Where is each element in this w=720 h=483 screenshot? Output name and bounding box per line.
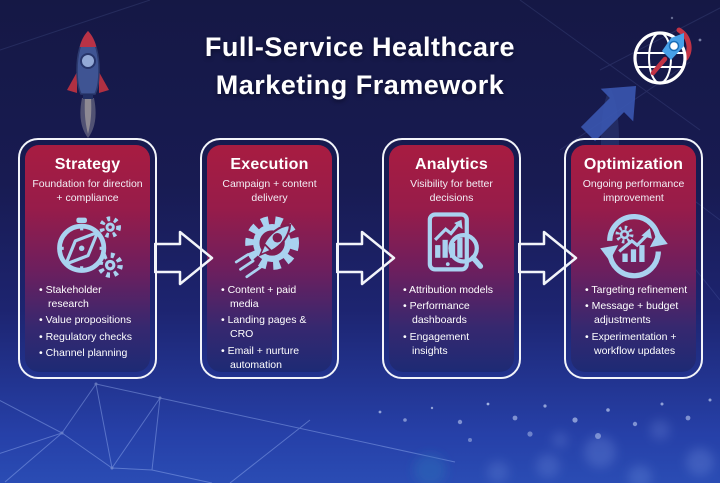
page-title: Full-Service Healthcare Marketing Framew… [0,28,720,104]
card-strategy: Strategy Foundation for direction + comp… [18,138,157,379]
bullet-item: Experimentation + workflow updates [585,331,688,359]
card-subtitle: Campaign + content delivery [222,178,317,204]
card-subtitle: Visibility for better decisions [410,178,493,204]
flow-arrow-3-icon [518,230,578,286]
bokeh-dots [378,16,714,483]
card-optimization: Optimization Ongoing performance improve… [564,138,703,379]
card-bullet-list: Stakeholder research Value propositions … [31,281,144,363]
bullet-item: Regulatory checks [39,331,142,345]
bullet-item: Value propositions [39,314,142,328]
bullet-item: Message + budget adjustments [585,300,688,328]
bullet-item: Channel planning [39,347,142,361]
card-bullet-list: Content + paid media Landing pages & CRO… [213,281,326,375]
chart-magnifier-icon [427,212,483,272]
growth-arrow-decoration [580,85,637,142]
card-subtitle: Ongoing performance improvement [582,178,685,204]
card-title: Execution [230,156,309,173]
bullet-item: Targeting refinement [585,284,688,298]
card-bullet-list: Targeting refinement Message + budget ad… [577,281,690,361]
globe-rocket-logo-icon [633,27,692,85]
page-title-line1: Full-Service Healthcare [204,32,516,62]
bullet-item: Email + nurture automation [221,345,324,373]
bullet-item: Landing pages & CRO [221,314,324,342]
page-title-line2: Marketing Framework [215,70,505,100]
card-title: Optimization [583,156,684,173]
rocket-launch-decoration [67,30,109,138]
flow-arrow-2-icon [336,230,396,286]
rocket-gear-icon [234,216,299,279]
geometric-mesh-lines [0,382,456,483]
card-analytics: Analytics Visibility for better decision… [382,138,521,379]
card-title: Analytics [415,156,488,173]
flow-arrow-1-icon [154,230,214,286]
rocket-exhaust [80,98,96,138]
card-bullet-list: Attribution models Performance dashboard… [395,281,508,361]
bullet-item: Stakeholder research [39,284,142,312]
compass-gears-icon [56,216,123,279]
cycle-chart-icon [599,214,668,279]
bullet-item: Attribution models [403,284,506,298]
bullet-item: Engagement insights [403,331,506,359]
card-subtitle: Foundation for direction + compliance [32,178,143,204]
card-title: Strategy [54,156,121,173]
bullet-item: Content + paid media [221,284,324,312]
card-execution: Execution Campaign + content delivery [200,138,339,379]
bullet-item: Performance dashboards [403,300,506,328]
